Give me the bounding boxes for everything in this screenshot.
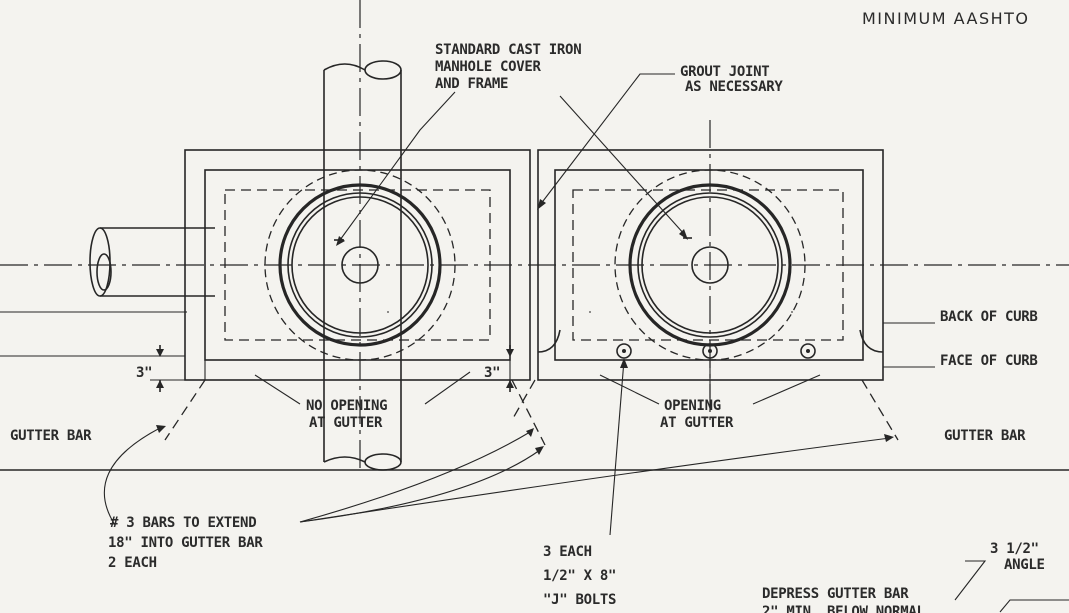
drawing-title: MINIMUM AASHTO (862, 9, 1030, 28)
angle-leader-2 (999, 599, 1069, 613)
left-manhole-frame (264, 169, 456, 361)
gutter-bar-callout (103, 427, 161, 526)
back-of-curb-label: BACK OF CURB (940, 309, 1038, 325)
bars-leader-3 (299, 437, 891, 523)
cover-leader-right (559, 95, 686, 236)
face-of-curb-label: FACE OF CURB (940, 353, 1038, 369)
vertical-pipe (323, 60, 402, 471)
bolts-label-3: "J" BOLTS (543, 592, 616, 608)
grout-label-1: GROUT JOINT (680, 64, 769, 80)
cover-label-1: STANDARD CAST IRON (435, 42, 581, 58)
bars-label-1: # 3 BARS TO EXTEND (110, 515, 256, 531)
dimension-left (150, 345, 185, 392)
cover-leader (339, 91, 456, 241)
grout-leader (539, 73, 675, 206)
j-bolts (616, 343, 816, 359)
grout-label-2: AS NECESSARY (685, 79, 783, 95)
angle-label-2: ANGLE (1004, 557, 1045, 573)
gutter-bar-label-right: GUTTER BAR (944, 428, 1026, 444)
depress-label-2: 2" MIN. BELOW NORMAL (762, 604, 925, 613)
angle-label-1: 3 1/2" (990, 541, 1039, 557)
opening-label-1: OPENING (664, 398, 721, 414)
bolts-label-1: 3 EACH (543, 544, 592, 560)
dimension-mid (506, 345, 514, 392)
horizontal-pipe (89, 227, 215, 297)
opening-leader-r (752, 374, 821, 405)
cover-label-2: MANHOLE COVER (435, 59, 542, 75)
bolts-label-2: 1/2" X 8" (543, 568, 616, 584)
dimension-mid-label: 3" (484, 365, 500, 381)
depress-label-1: DEPRESS GUTTER BAR (762, 586, 909, 602)
no-opening-leader-l (254, 374, 301, 405)
gutter-bar-hooks (164, 379, 899, 446)
opening-label-2: AT GUTTER (660, 415, 734, 431)
gutter-bar-label-left: GUTTER BAR (10, 428, 92, 444)
angle-leader (954, 560, 987, 601)
bars-leader-1 (299, 431, 531, 523)
dimension-left-label: 3" (136, 365, 152, 381)
cover-label-3: AND FRAME (435, 76, 508, 92)
opening-leader-l (599, 374, 660, 405)
bars-label-2: 18" INTO GUTTER BAR (108, 535, 263, 551)
bars-label-3: 2 EACH (108, 555, 157, 571)
no-opening-label-1: NO OPENING (306, 398, 387, 414)
bolt-leader (609, 359, 625, 536)
no-opening-leader-r (424, 371, 471, 405)
no-opening-label-2: AT GUTTER (309, 415, 383, 431)
